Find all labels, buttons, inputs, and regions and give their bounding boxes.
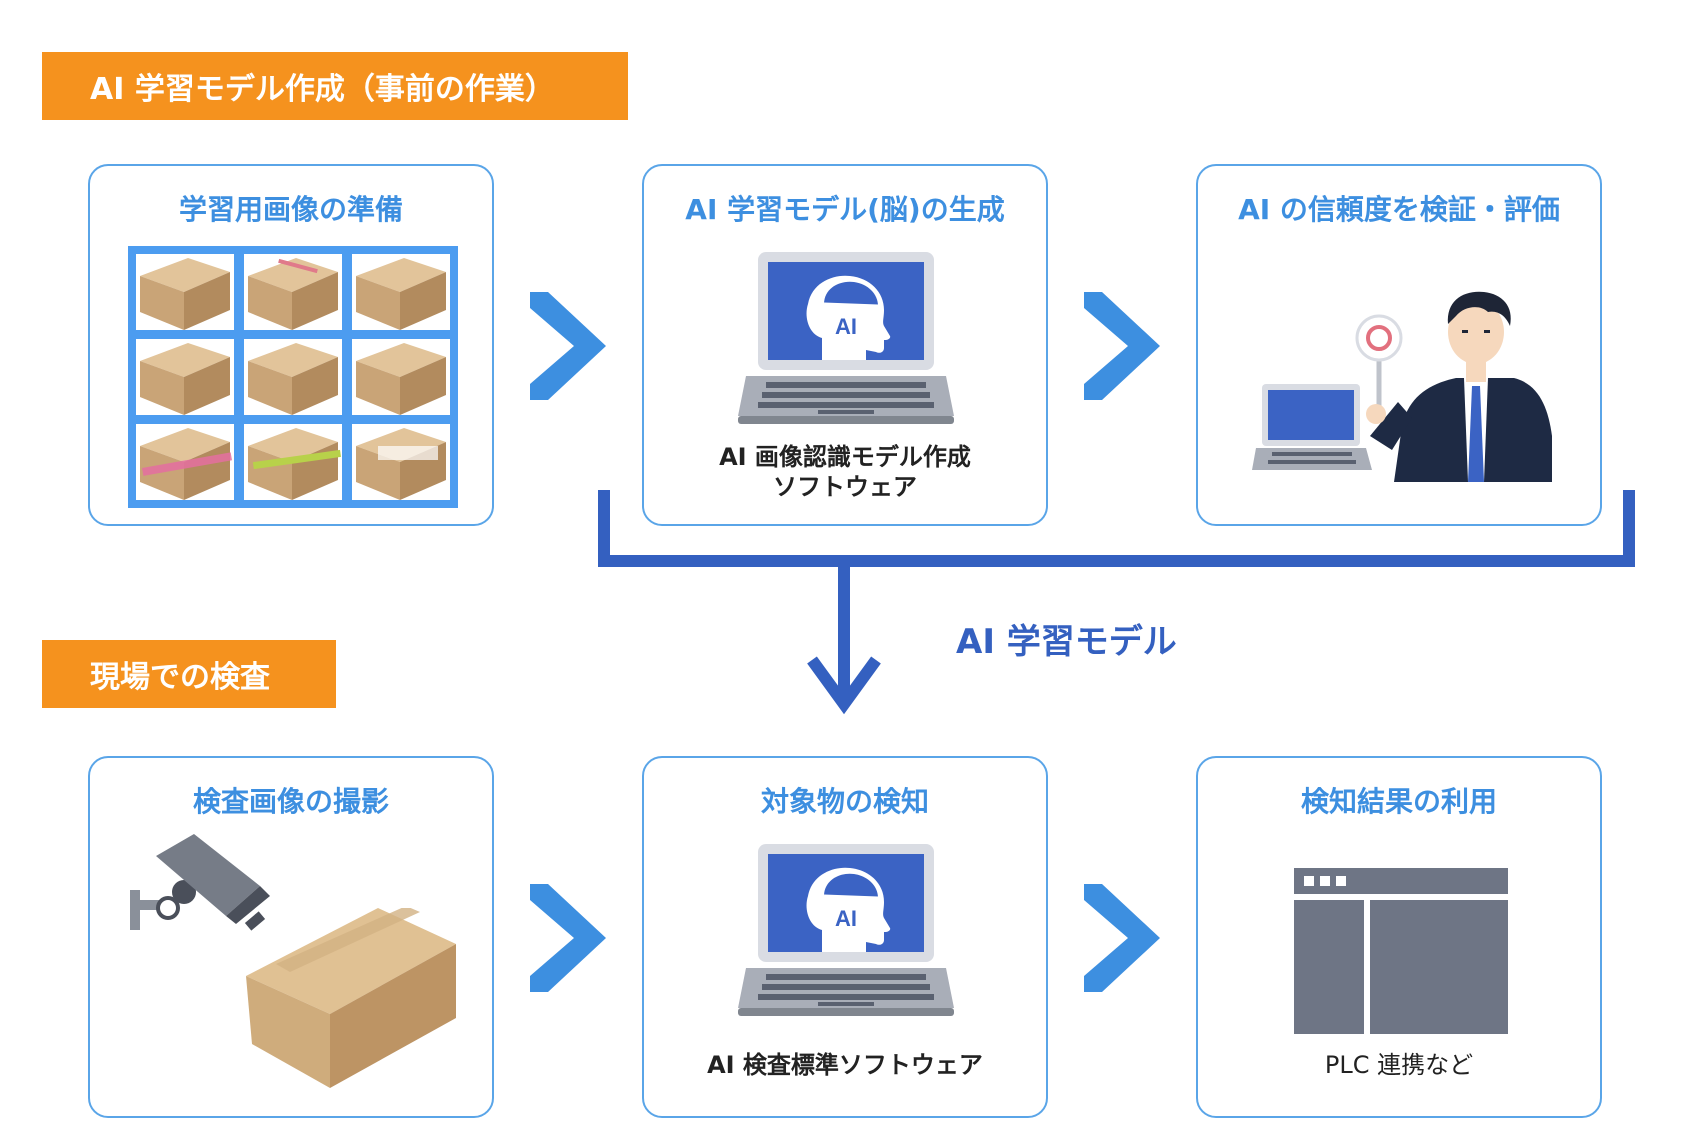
card-generate-model: AI 学習モデル(脳)の生成 AI AI 画像認識モデル作成 ソフトウェア (642, 164, 1048, 526)
businessman-with-circle-sign (1252, 291, 1552, 482)
arrow-right-icon (1084, 884, 1160, 992)
card-verify-model: AI の信頼度を検証・評価 (1196, 164, 1602, 526)
card-caption-line2: ソフトウェア (773, 473, 917, 501)
section1-banner-text: AI 学習モデル作成（事前の作業） (90, 72, 555, 107)
laptop-screen-label: AI (835, 314, 857, 339)
card-title: AI 学習モデル(脳)の生成 (685, 193, 1005, 226)
section2-banner: 現場での検査 (42, 640, 336, 708)
card-caption: PLC 連携など (1324, 1051, 1474, 1079)
card-detect-object: 対象物の検知 AI AI 検査標準ソフトウェア (642, 756, 1048, 1118)
arrow-right-icon (1084, 292, 1160, 400)
card-title: 検知結果の利用 (1300, 785, 1497, 818)
card-caption-line1: AI 画像認識モデル作成 (719, 443, 971, 471)
security-camera-icon (130, 834, 270, 931)
card-caption: AI 検査標準ソフトウェア (707, 1051, 983, 1079)
browser-window-icon (1294, 868, 1508, 1034)
arrow-right-icon (530, 884, 606, 992)
connector-label: AI 学習モデル (956, 622, 1177, 662)
card-title: 学習用画像の準備 (178, 193, 403, 226)
card-use-result: 検知結果の利用 PLC 連携など (1196, 756, 1602, 1118)
section2-banner-text: 現場での検査 (90, 660, 270, 695)
section1-banner: AI 学習モデル作成（事前の作業） (42, 52, 628, 120)
card-prepare-images: 学習用画像の準備 (88, 164, 494, 526)
cardboard-box (246, 908, 456, 1088)
arrow-right-icon (530, 292, 606, 400)
laptop-ai-icon: AI (738, 844, 954, 1018)
laptop-ai-icon: AI (738, 252, 954, 426)
card-title: 対象物の検知 (760, 785, 929, 818)
box-grid-image (128, 246, 458, 508)
laptop-screen-label: AI (835, 906, 857, 931)
card-title: 検査画像の撮影 (192, 785, 389, 818)
card-capture-image: 検査画像の撮影 (88, 756, 494, 1118)
card-title: AI の信頼度を検証・評価 (1238, 193, 1560, 226)
